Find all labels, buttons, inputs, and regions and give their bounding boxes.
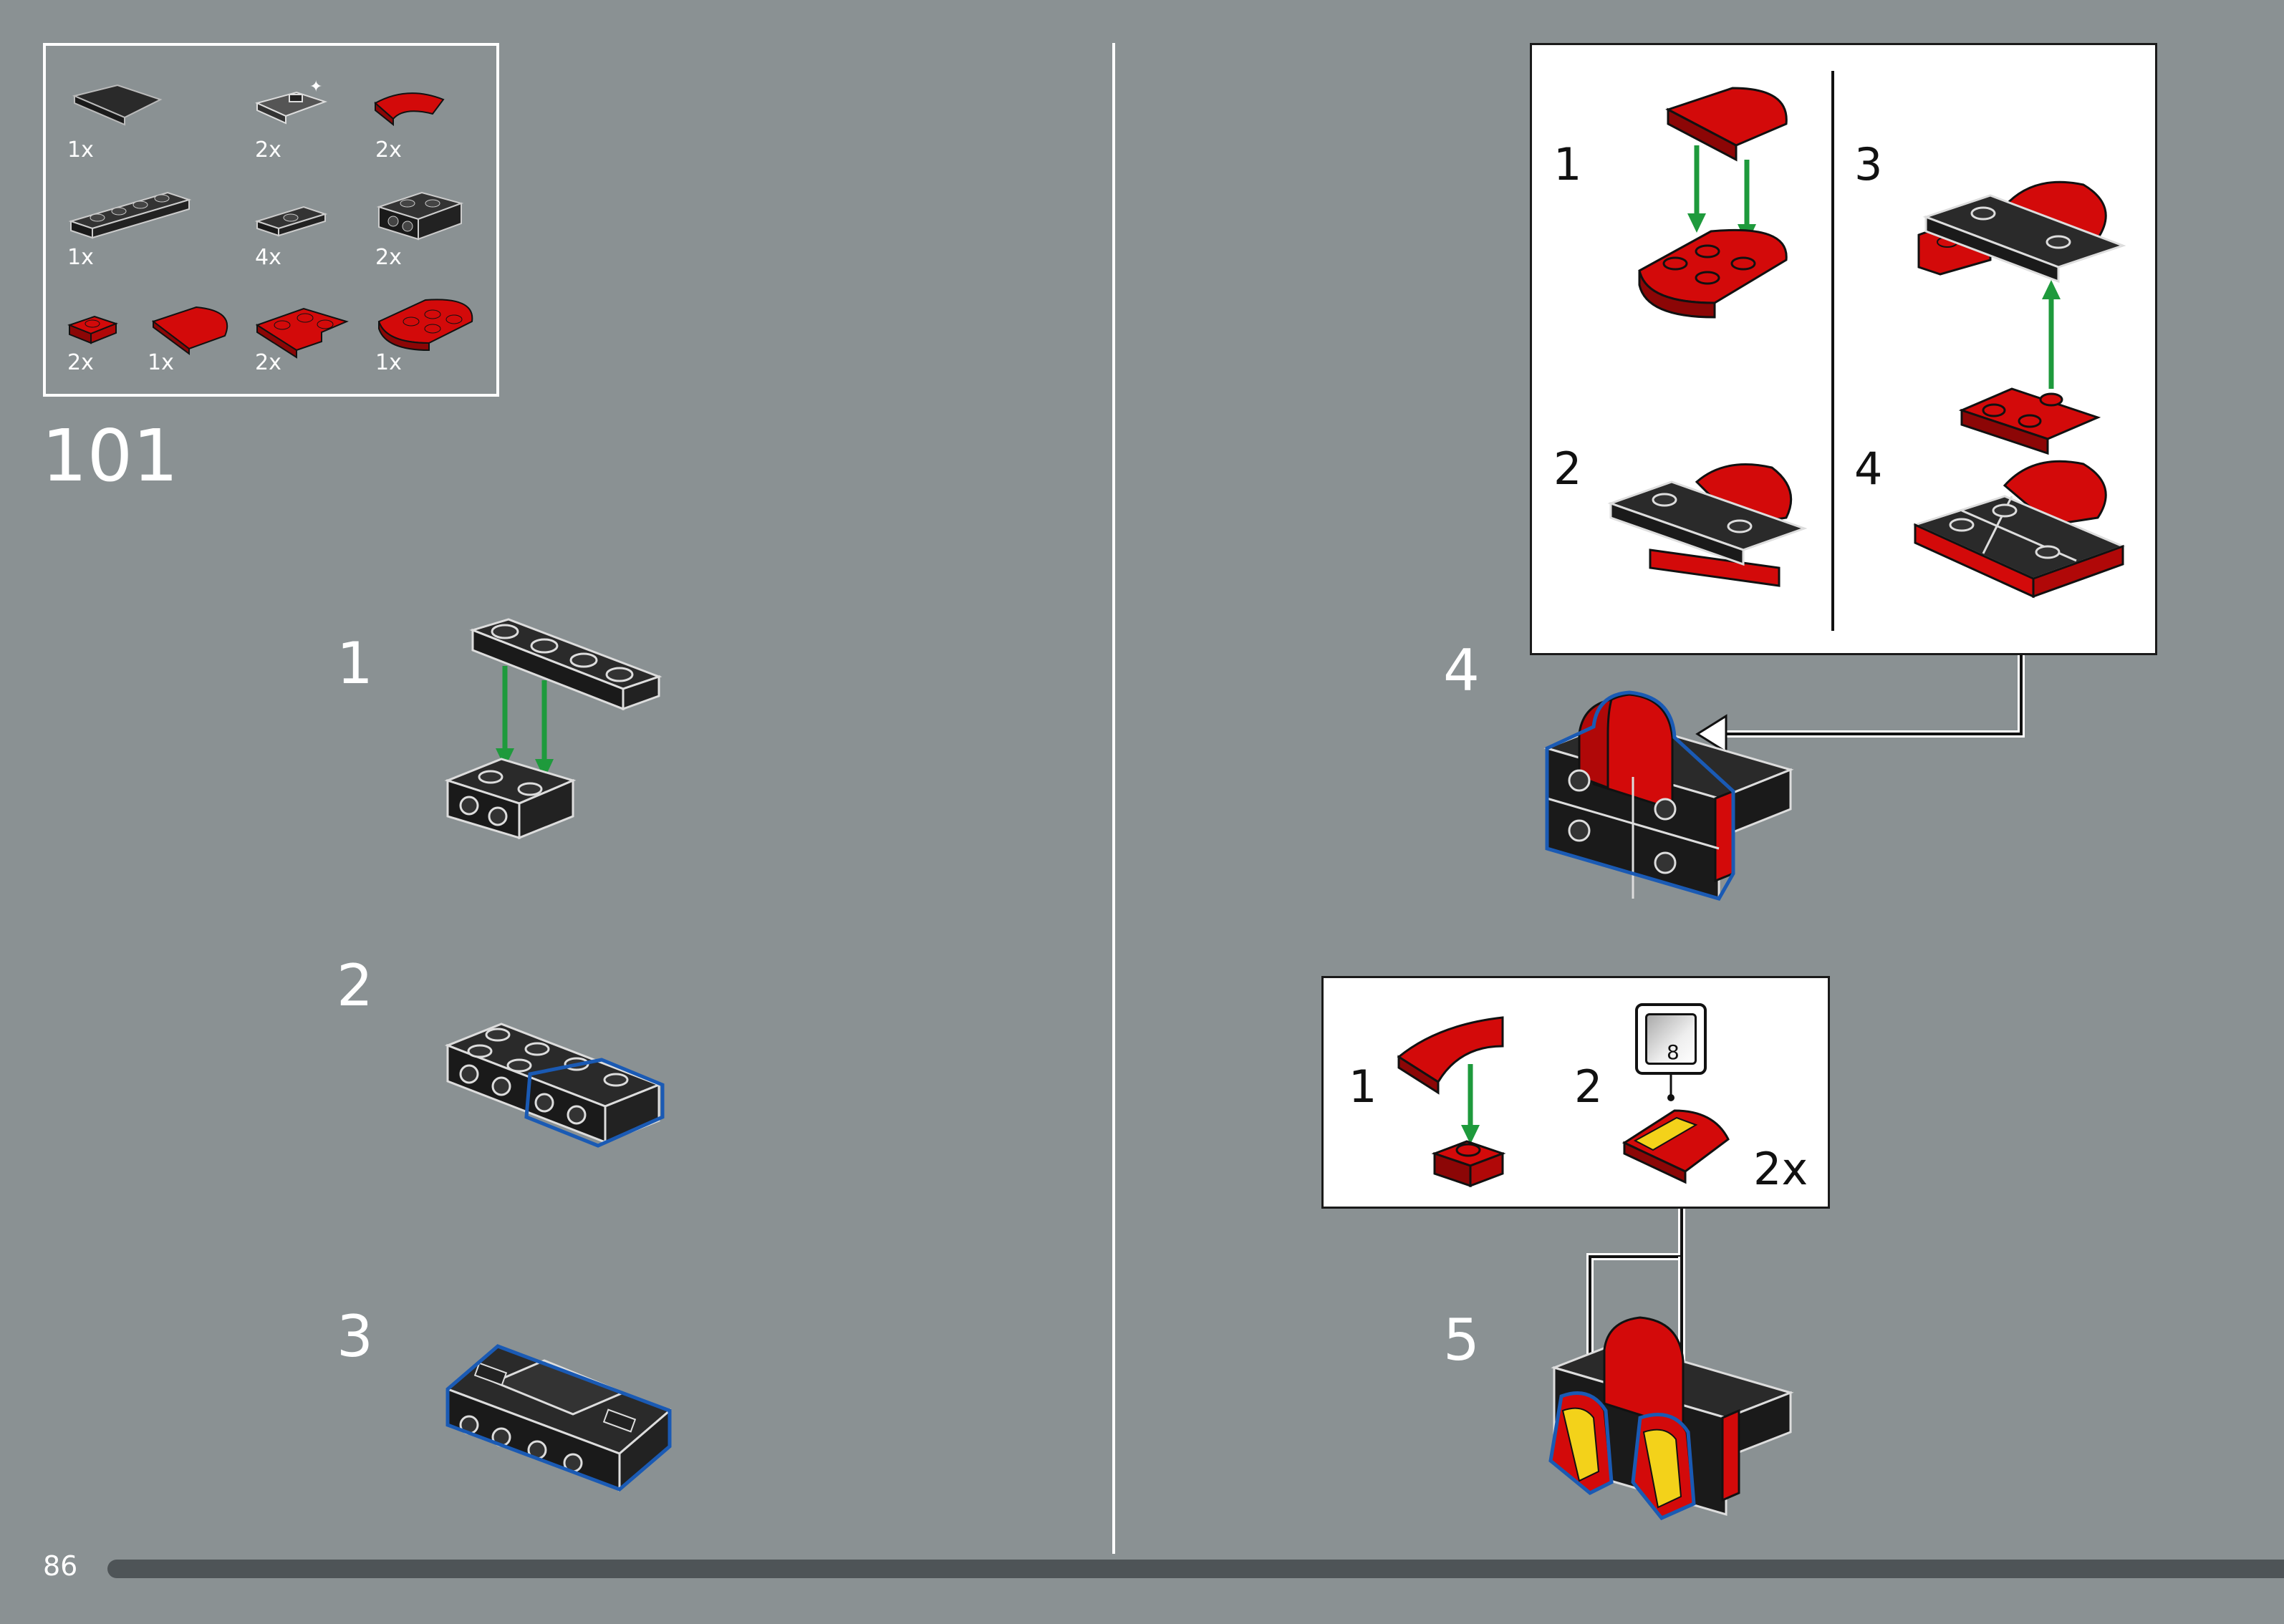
page-number: 86	[43, 1550, 77, 1582]
progress-bar	[107, 1560, 2284, 1578]
step-label: 5	[1443, 1307, 1480, 1373]
step-5-illustration	[1540, 1303, 1798, 1532]
